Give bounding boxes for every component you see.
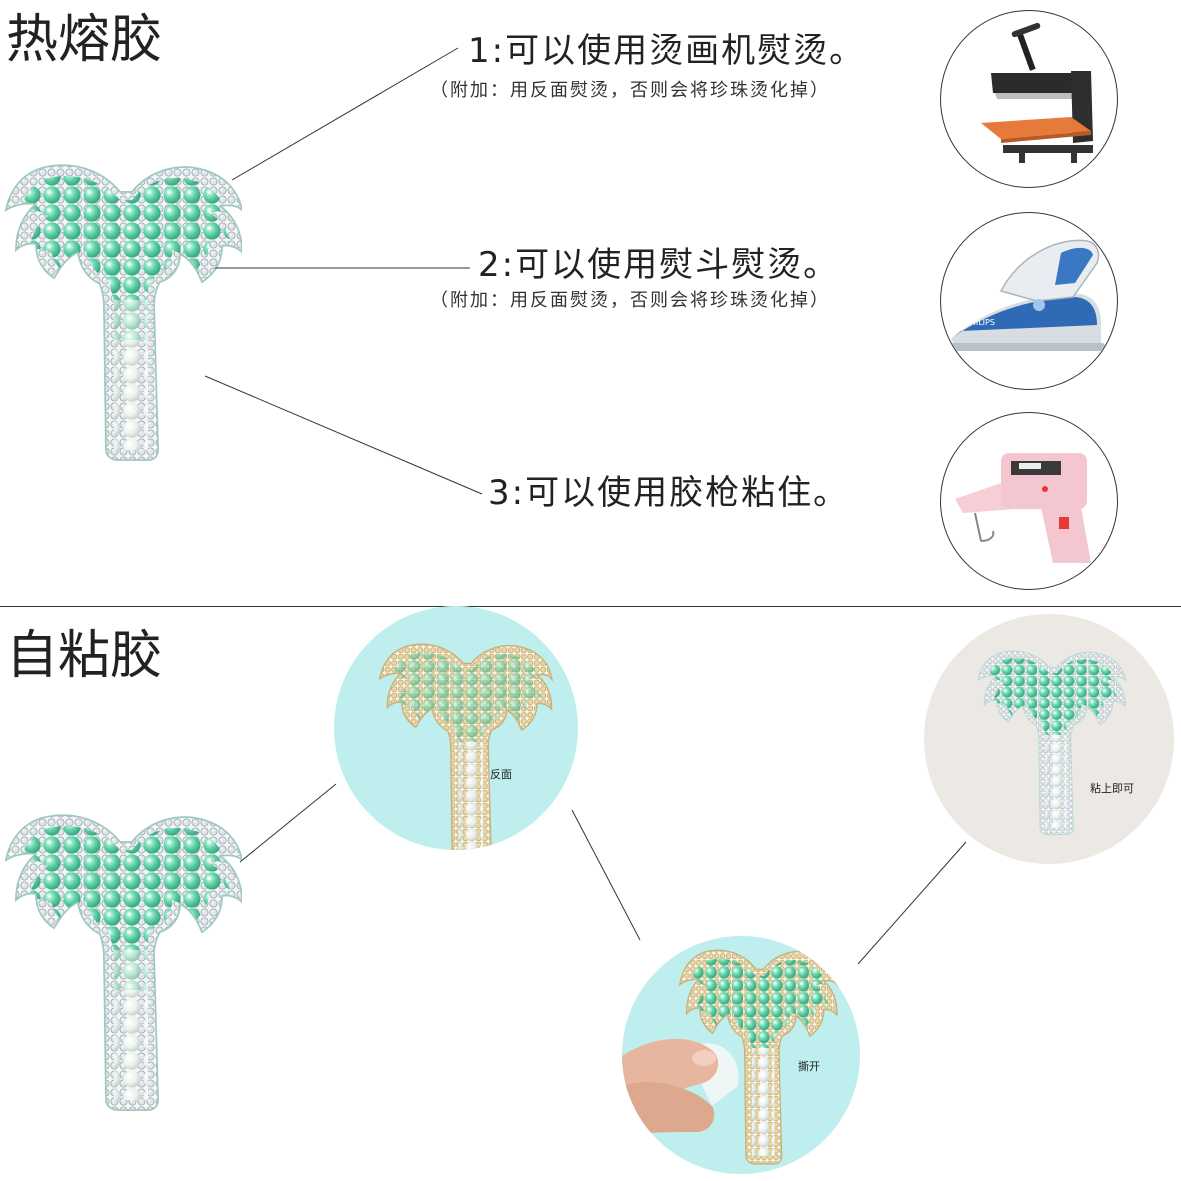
palm-tree-patch-hot-melt — [2, 150, 242, 462]
hot-melt-connector-lines — [204, 47, 483, 495]
iron-circle: PHILIPS — [940, 212, 1118, 390]
iron-icon: PHILIPS — [949, 239, 1105, 351]
hot-melt-step-1-text: 1:可以使用烫画机熨烫。 — [468, 31, 866, 71]
back-side-label: 反面 — [490, 768, 512, 781]
peel-photo: 撕开 — [622, 936, 860, 1174]
svg-text:PHILIPS: PHILIPS — [965, 318, 995, 327]
self-adhesive-connector-lines — [239, 783, 967, 965]
back-side-photo: 反面 — [334, 606, 578, 850]
hot-melt-step-2-note: （附加：用反面熨烫，否则会将珍珠烫化掉） — [430, 290, 830, 311]
hot-melt-step-3-text: 3:可以使用胶枪粘住。 — [488, 473, 850, 513]
glue-gun-circle — [940, 412, 1118, 590]
hot-melt-title: 热熔胶 — [6, 10, 163, 70]
stick-on-label: 粘上即可 — [1090, 782, 1134, 795]
self-adhesive-title: 自粘胶 — [6, 626, 163, 686]
palm-tree-patch-self-adhesive — [2, 800, 242, 1112]
section-divider — [0, 606, 1181, 607]
heat-press-icon — [981, 22, 1093, 163]
hot-melt-step-1-note: （附加：用反面熨烫，否则会将珍珠烫化掉） — [430, 80, 830, 101]
stick-on-photo: 粘上即可 — [924, 614, 1174, 864]
peel-label: 撕开 — [798, 1060, 820, 1073]
heat-press-circle — [940, 10, 1118, 188]
hot-melt-step-2-text: 2:可以使用熨斗熨烫。 — [478, 245, 840, 285]
glue-gun-icon — [955, 453, 1091, 563]
